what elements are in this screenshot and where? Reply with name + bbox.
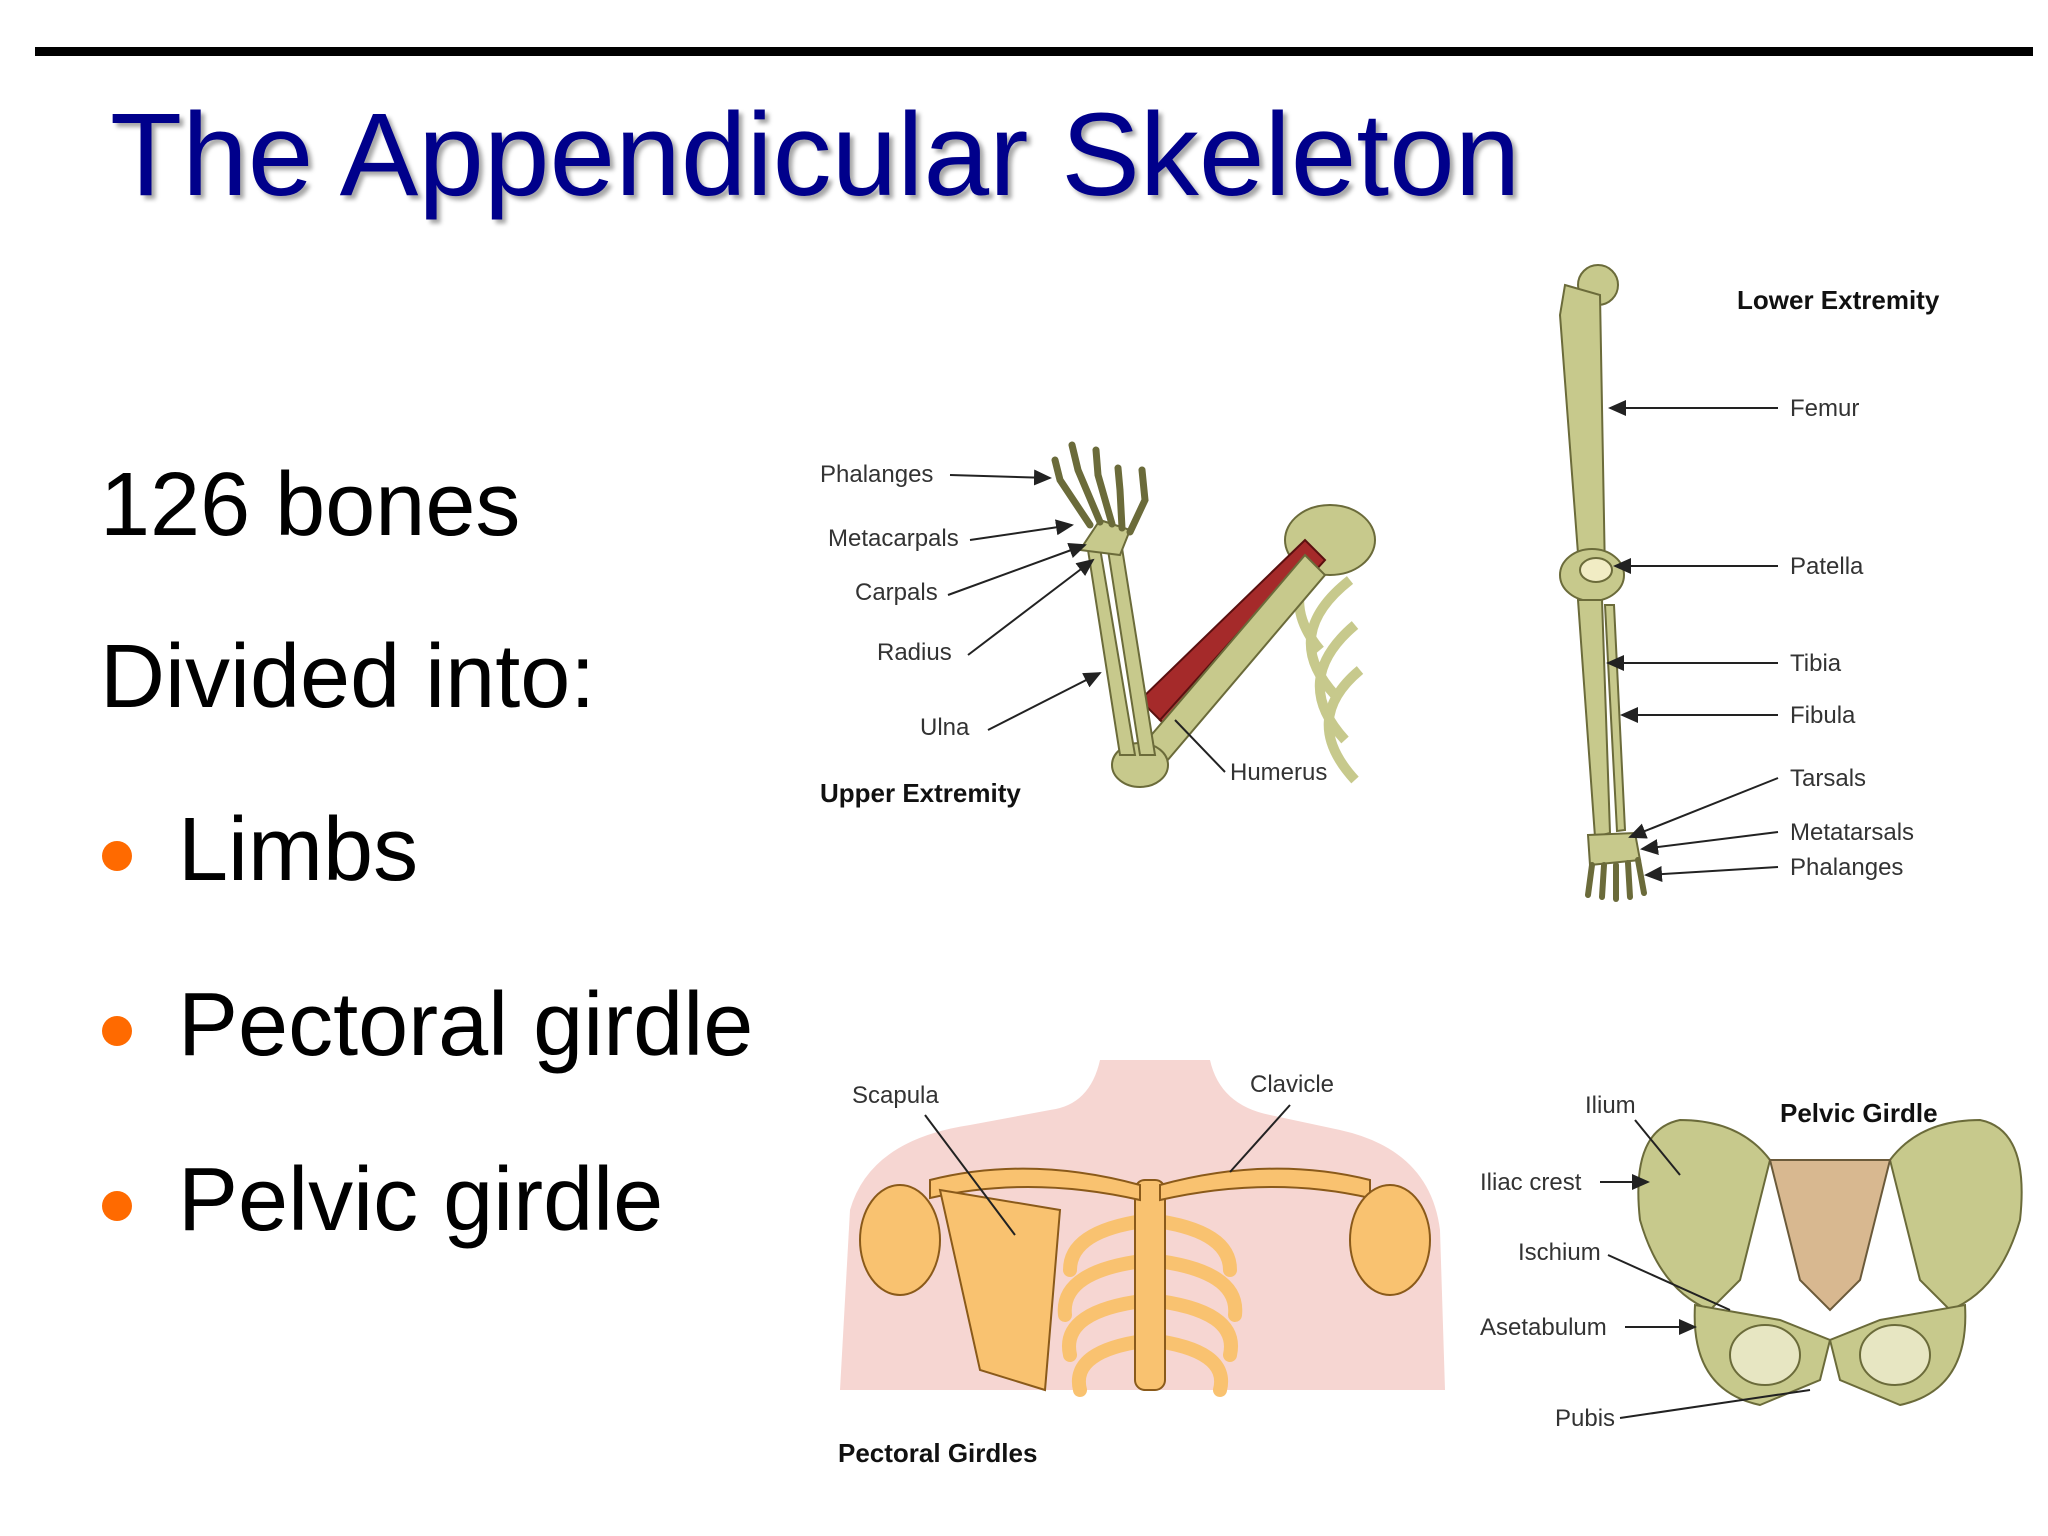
scapula-bone [938,1188,1062,1392]
divided-into-label: Divided into: [100,627,596,727]
label-ulna: Ulna [920,714,970,741]
label-iliac-crest: Iliac crest [1480,1169,1582,1196]
right-obturator [1859,1324,1931,1386]
scapula-pointer [924,1114,1016,1236]
pubis-pointer [1619,1389,1811,1419]
caption-lower-extremity: Lower Extremity [1737,285,1940,315]
label-metatarsals: Metatarsals [1790,819,1914,846]
foot-phalanges [1585,857,1647,902]
carpals-pointer [947,542,1087,596]
caption-upper-extremity: Upper Extremity [820,778,1021,808]
patella-bone [1579,557,1613,583]
right-humerus-head [1349,1184,1431,1296]
phalanges-foot-pointer [1644,866,1779,883]
label-pubis: Pubis [1555,1405,1615,1432]
label-phalanges-foot: Phalanges [1790,854,1903,881]
left-obturator [1729,1324,1801,1386]
sacrum [1768,1159,1892,1312]
metacarpals-pointer [969,519,1074,541]
bullet-text: Limbs [178,800,419,900]
label-femur: Femur [1790,395,1859,422]
bullet-dot-icon [102,841,132,871]
tibia-bone [1576,599,1612,839]
caption-pelvic-girdle: Pelvic Girdle [1780,1098,1938,1128]
phalanges-pointer [949,469,1052,486]
pelvic-girdle-diagram: Ilium Pelvic Girdle Iliac crest Ischium … [1480,1080,2040,1440]
label-asetabulum: Asetabulum [1480,1314,1607,1341]
upper-extremity-diagram: Phalanges Metacarpals Carpals Radius Uln… [800,420,1400,820]
bullet-text: Pectoral girdle [178,975,754,1075]
label-ilium: Ilium [1585,1092,1636,1119]
label-radius: Radius [877,639,952,666]
tarsal-bones [1586,831,1642,867]
left-clavicle [929,1167,1141,1202]
top-rule [35,47,2033,56]
left-humerus-head [859,1184,941,1296]
hand-phalanges [1051,441,1149,536]
label-fibula: Fibula [1790,702,1856,729]
radius-pointer [967,558,1095,656]
ischium-pointer [1607,1254,1731,1311]
ilium-pointer [1634,1119,1681,1176]
label-carpals: Carpals [855,579,938,606]
femur-bone [1558,283,1607,582]
label-patella: Patella [1790,553,1864,580]
caption-pectoral-girdles: Pectoral Girdles [838,1438,1037,1468]
clavicle-pointer [1229,1104,1291,1173]
ulna-pointer [987,672,1102,731]
label-tarsals: Tarsals [1790,765,1866,792]
label-metacarpals: Metacarpals [828,525,959,552]
humerus-pointer [1174,719,1226,773]
label-phalanges: Phalanges [820,461,933,488]
label-ischium: Ischium [1518,1239,1601,1266]
bone-count: 126 bones [100,455,521,555]
sternum [1134,1179,1166,1391]
label-clavicle: Clavicle [1250,1071,1334,1098]
label-scapula: Scapula [852,1082,939,1109]
pectoral-girdle-diagram: Scapula Clavicle Pectoral Girdles [830,1060,1450,1480]
label-tibia: Tibia [1790,650,1842,677]
right-ilium [1888,1118,2023,1312]
metatarsals-pointer [1640,831,1779,855]
bullet-dot-icon [102,1016,132,1046]
humerus-bone [1128,553,1327,777]
tarsals-pointer [1628,777,1779,839]
label-humerus: Humerus [1230,759,1327,786]
bullet-text: Pelvic girdle [178,1150,664,1250]
bullet-dot-icon [102,1191,132,1221]
lower-extremity-diagram: Lower Extremity Femur Patella Tibia Fibu… [1510,255,2010,915]
slide-title: The Appendicular Skeleton [110,89,1521,221]
left-ilium [1637,1118,1772,1312]
